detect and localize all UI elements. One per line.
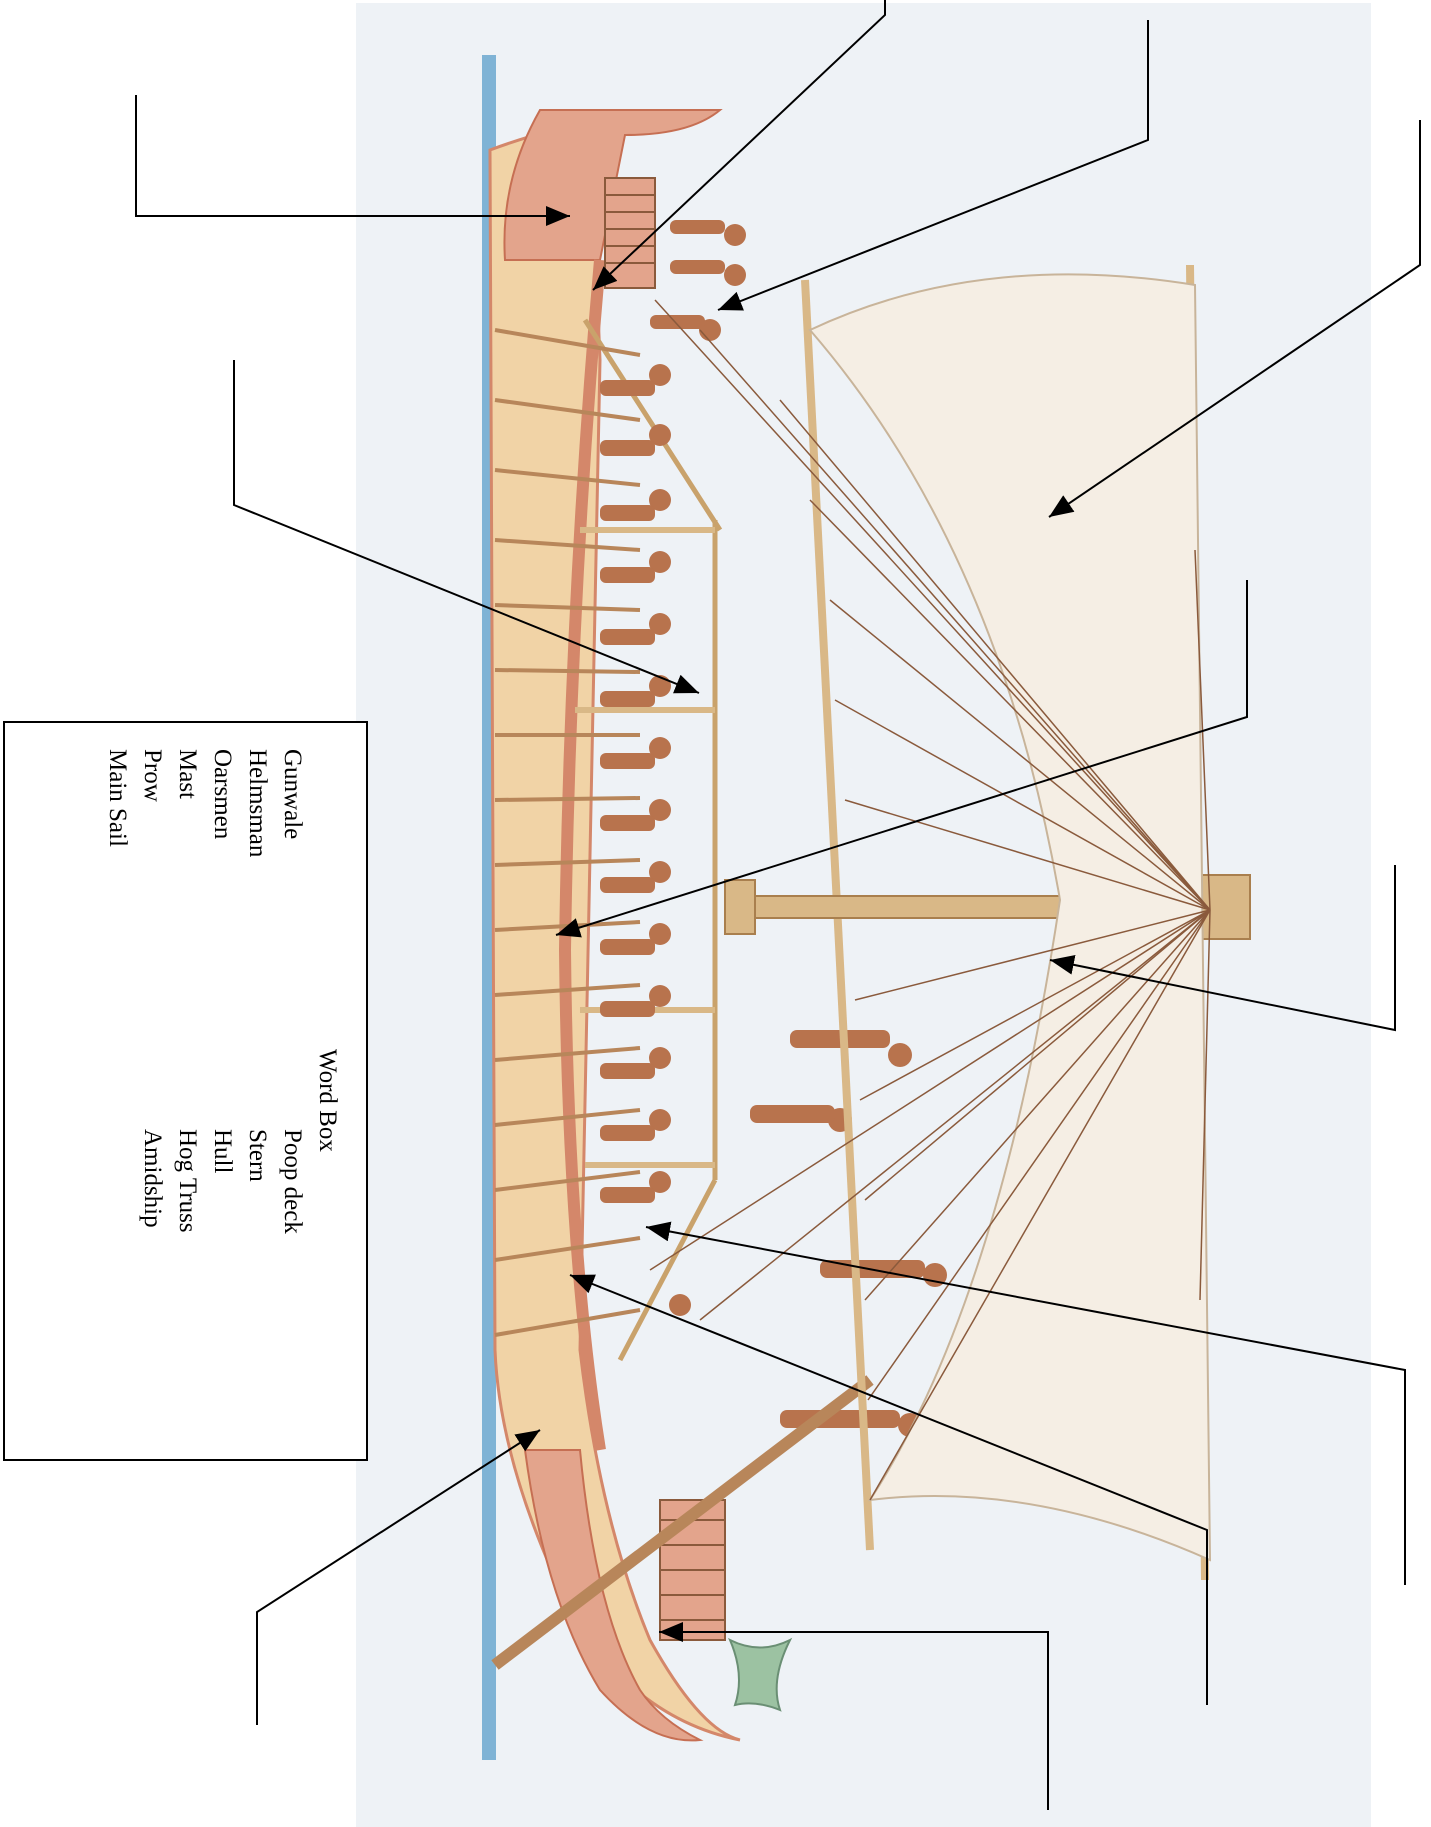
word-box-right-column: Poop deck Stern Hull Hog Truss Amidship <box>135 1129 310 1234</box>
word-box-item: Mast <box>170 749 205 857</box>
mast-step <box>725 880 755 934</box>
word-box-left-column: Gunwale Helmsman Oarsmen Mast Prow Main … <box>100 749 310 857</box>
word-box-item: Hog Truss <box>170 1129 205 1234</box>
word-box-item: Amidship <box>135 1129 170 1234</box>
word-box-item: Main Sail <box>100 749 135 857</box>
word-box-item: Oarsmen <box>205 749 240 857</box>
word-box-item: Helmsman <box>240 749 275 857</box>
word-box-item: Stern <box>240 1129 275 1234</box>
word-box-item: Hull <box>205 1129 240 1234</box>
word-box: Word Box Gunwale Helmsman Oarsmen Mast P… <box>3 721 368 1461</box>
word-box-item: Prow <box>135 749 170 857</box>
word-box-item: Poop deck <box>275 1129 310 1234</box>
word-box-title: Word Box <box>310 1049 345 1152</box>
word-box-item: Gunwale <box>275 749 310 857</box>
